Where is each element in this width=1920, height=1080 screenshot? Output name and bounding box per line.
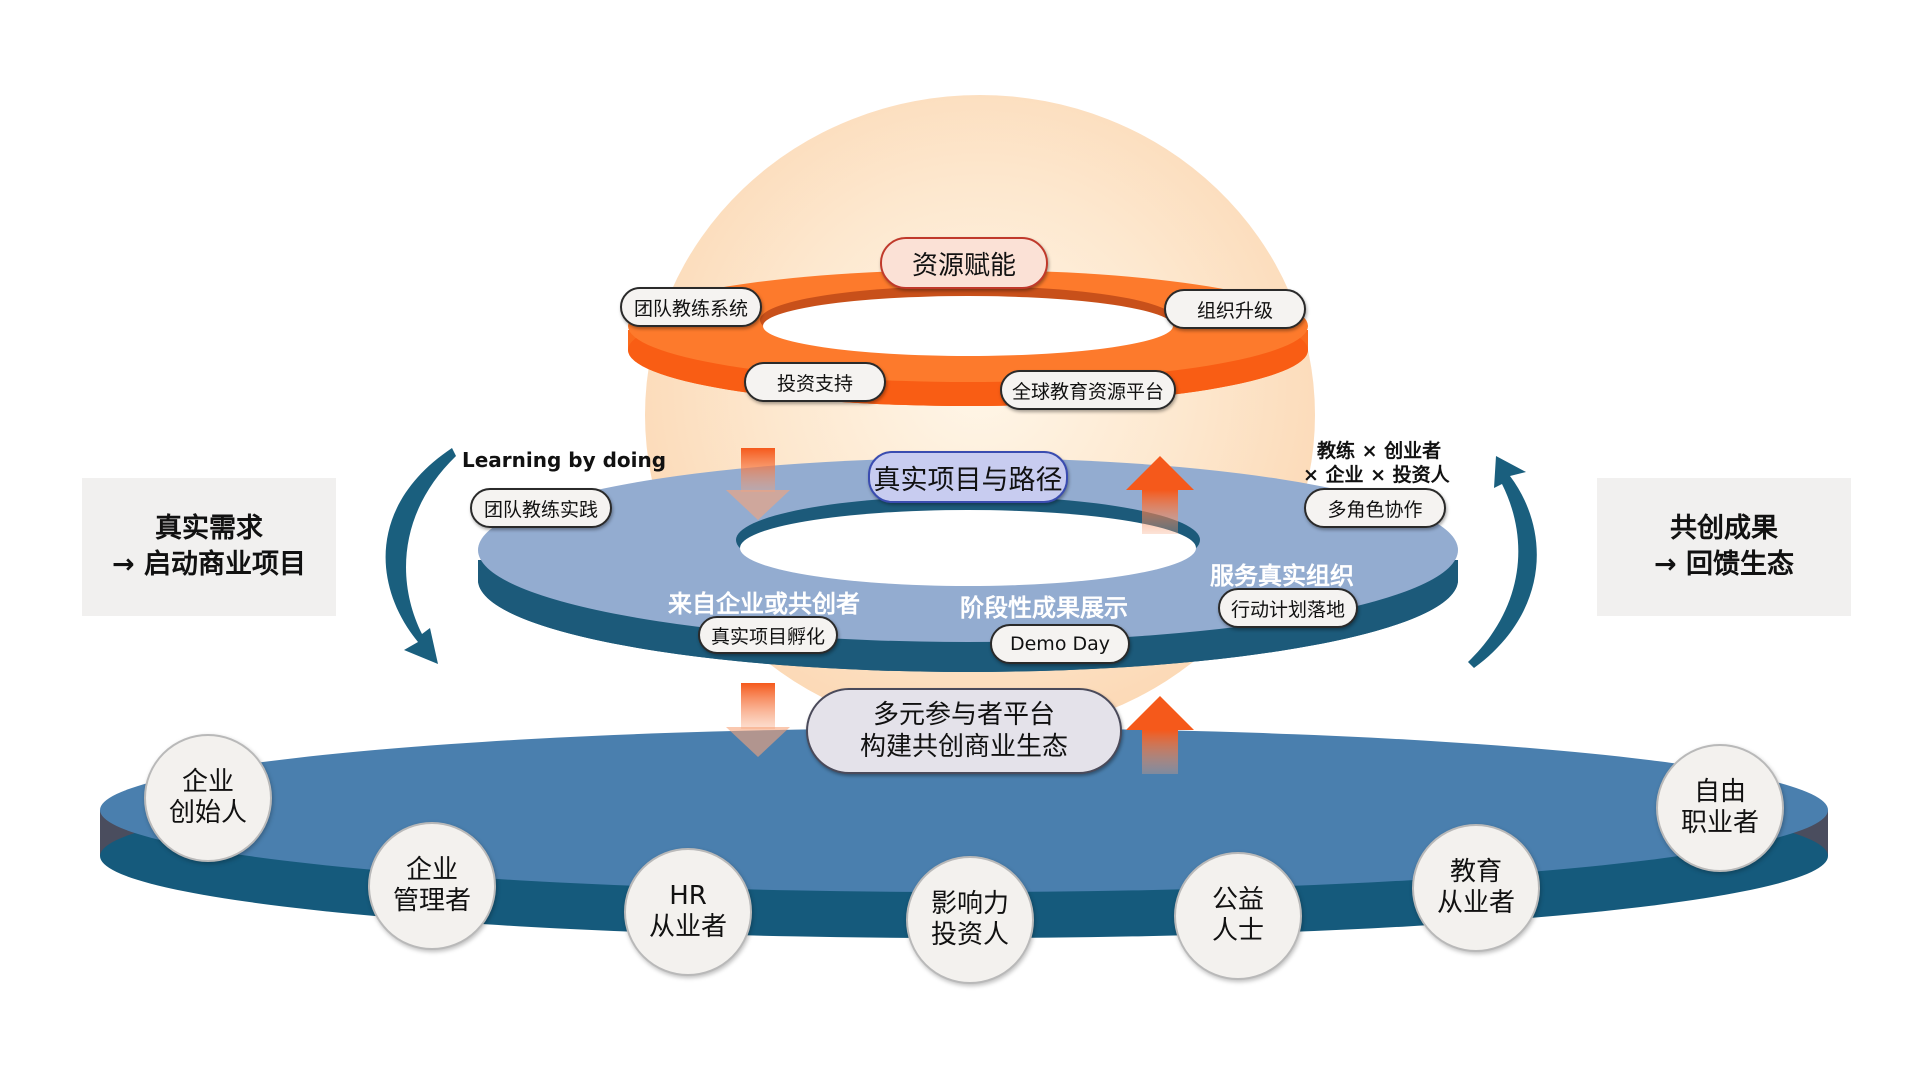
participant-line1: HR [669,880,707,911]
right-box-line1: 共创成果 [1670,512,1778,544]
arrow-down-bottom [726,683,790,757]
top-ring-item-global-edu: 全球教育资源平台 [1000,370,1176,410]
curved-arrow-right [1468,456,1537,668]
top-ring-item-investment: 投资支持 [744,362,886,402]
bottom-platform-title-line2: 构建共创商业生态 [859,732,1068,762]
participant-educators: 教育 从业者 [1412,824,1540,952]
curved-arrow-left [385,448,456,664]
participant-line1: 影响力 [930,888,1009,919]
stage-pill-incubation: 真实项目孵化 [698,616,838,654]
stage-caption-service: 服务真实组织 [1210,562,1354,590]
middle-ring-multi-role: 多角色协作 [1304,488,1446,528]
top-ring-item-org-upgrade: 组织升级 [1164,289,1306,329]
participant-line2: 投资人 [930,920,1009,950]
participant-line1: 企业 [405,854,458,885]
right-box-co-creation-results: 共创成果 → 回馈生态 [1597,478,1851,616]
participant-line2: 从业者 [1436,888,1515,918]
left-box-line1: 真实需求 [155,512,263,544]
participant-public-welfare: 公益 人士 [1174,852,1302,980]
arrow-up-top [1126,456,1194,534]
participant-line2: 创始人 [168,798,247,828]
right-box-line2: → 回馈生态 [1653,549,1795,580]
top-ring-title: 资源赋能 [880,237,1048,289]
top-ring-item-team-coaching: 团队教练系统 [620,287,762,327]
participant-line1: 自由 [1693,776,1746,807]
participant-line2: 管理者 [392,886,471,916]
middle-ring-team-practice: 团队教练实践 [470,488,612,528]
arrow-down-top [726,448,790,520]
middle-ring-title: 真实项目与路径 [868,451,1068,503]
left-box-line2: → 启动商业项目 [111,549,307,580]
stage-pill-action-plan: 行动计划落地 [1218,588,1358,628]
participant-line2: 从业者 [648,912,727,942]
middle-ring [478,458,1458,672]
participant-line2: 职业者 [1680,808,1759,838]
participant-founders: 企业 创始人 [144,734,272,862]
stage-pill-demo-day: Demo Day [990,624,1130,664]
participant-freelancers: 自由 职业者 [1656,744,1784,872]
roles-caption-line1: 教练 × 创业者 [1317,440,1442,462]
bottom-platform-title: 多元参与者平台 构建共创商业生态 [806,688,1122,774]
participant-line1: 企业 [181,766,234,797]
stage-caption-incubation: 来自企业或共创者 [668,590,860,618]
left-box-real-demand: 真实需求 → 启动商业项目 [82,478,336,616]
stage-caption-demo: 阶段性成果展示 [960,594,1128,622]
participant-hr: HR 从业者 [624,848,752,976]
learning-by-doing-caption: Learning by doing [462,448,667,472]
bottom-platform-title-line1: 多元参与者平台 [872,699,1055,730]
participant-impact-investors: 影响力 投资人 [906,856,1034,984]
arrow-up-bottom [1126,696,1194,774]
participant-line1: 公益 [1211,884,1264,915]
participant-line1: 教育 [1449,856,1502,887]
participant-managers: 企业 管理者 [368,822,496,950]
participant-line2: 人士 [1211,916,1264,946]
roles-caption-line2: × 企业 × 投资人 [1303,464,1450,486]
